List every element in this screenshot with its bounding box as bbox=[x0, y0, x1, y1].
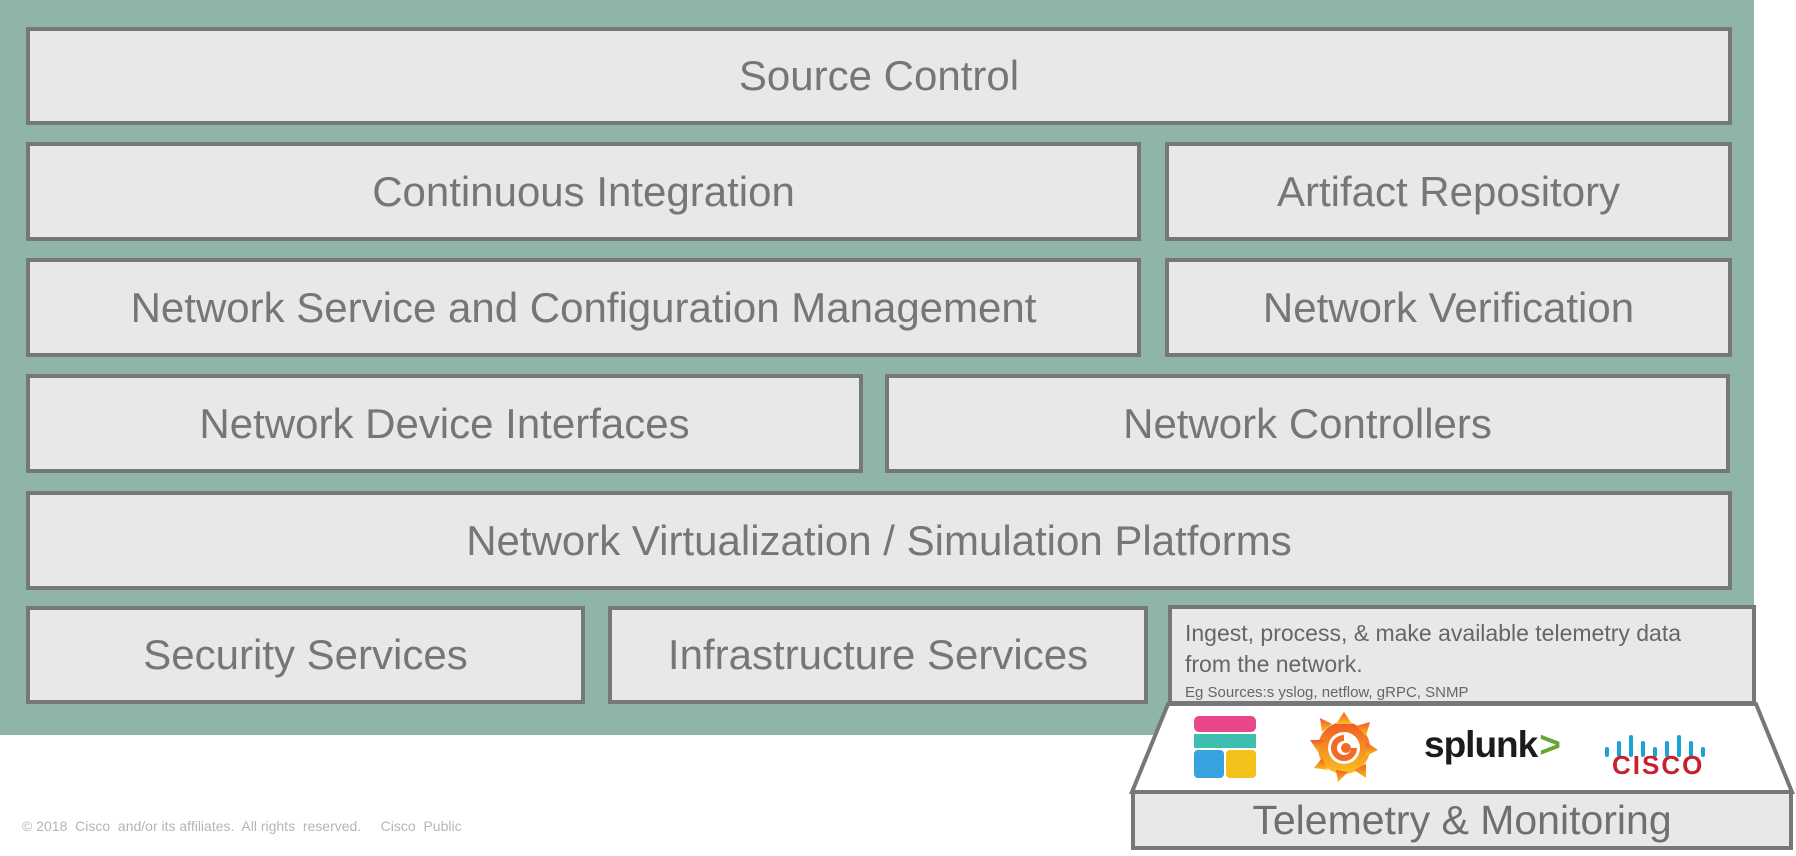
block-continuous-integration: Continuous Integration bbox=[26, 142, 1141, 241]
block-source-control: Source Control bbox=[26, 27, 1732, 125]
grafana-logo-icon bbox=[1310, 712, 1378, 782]
telemetry-description-line: from the network. bbox=[1185, 651, 1363, 677]
telemetry-description-line: Ingest, process, & make available teleme… bbox=[1185, 620, 1682, 646]
copyright-footer: © 2018 Cisco and/or its affiliates. All … bbox=[22, 818, 462, 834]
telemetry-sources: Eg Sources:s yslog, netflow, gRPC, SNMP bbox=[1185, 684, 1469, 701]
block-label: Network Service and Configuration Manage… bbox=[130, 283, 1037, 331]
telemetry-description-box: Ingest, process, & make available teleme… bbox=[1168, 605, 1756, 705]
block-label: Source Control bbox=[738, 52, 1020, 99]
block-label: Artifact Repository bbox=[1276, 167, 1621, 215]
block-virtualization: Network Virtualization / Simulation Plat… bbox=[26, 491, 1732, 590]
block-label: Infrastructure Services bbox=[667, 631, 1089, 678]
splunk-wordmark: splunk bbox=[1424, 724, 1538, 765]
block-label: Continuous Integration bbox=[372, 167, 795, 215]
block-artifact-repository: Artifact Repository bbox=[1165, 142, 1732, 241]
cisco-wordmark: CISCO bbox=[1612, 750, 1705, 780]
splunk-chevron-icon: > bbox=[1539, 724, 1561, 765]
elastic-logo-icon bbox=[1194, 716, 1256, 778]
cisco-bars-icon bbox=[1605, 735, 1705, 757]
block-label: Network Verification bbox=[1262, 283, 1635, 331]
block-config-management: Network Service and Configuration Manage… bbox=[26, 258, 1141, 357]
block-network-verification: Network Verification bbox=[1165, 258, 1732, 357]
block-security-services: Security Services bbox=[26, 606, 585, 704]
block-infrastructure-services: Infrastructure Services bbox=[608, 606, 1148, 704]
block-label: Network Device Interfaces bbox=[199, 399, 690, 447]
block-network-controllers: Network Controllers bbox=[885, 374, 1730, 473]
block-label: Network Controllers bbox=[1123, 399, 1492, 447]
telemetry-logo-panel bbox=[1129, 702, 1795, 794]
splunk-logo: splunk> bbox=[1424, 724, 1561, 766]
block-label: Security Services bbox=[143, 631, 468, 678]
block-label: Network Virtualization / Simulation Plat… bbox=[466, 516, 1292, 564]
block-telemetry-monitoring: Telemetry & Monitoring bbox=[1131, 794, 1793, 850]
block-device-interfaces: Network Device Interfaces bbox=[26, 374, 863, 473]
block-label: Telemetry & Monitoring bbox=[1252, 796, 1672, 843]
